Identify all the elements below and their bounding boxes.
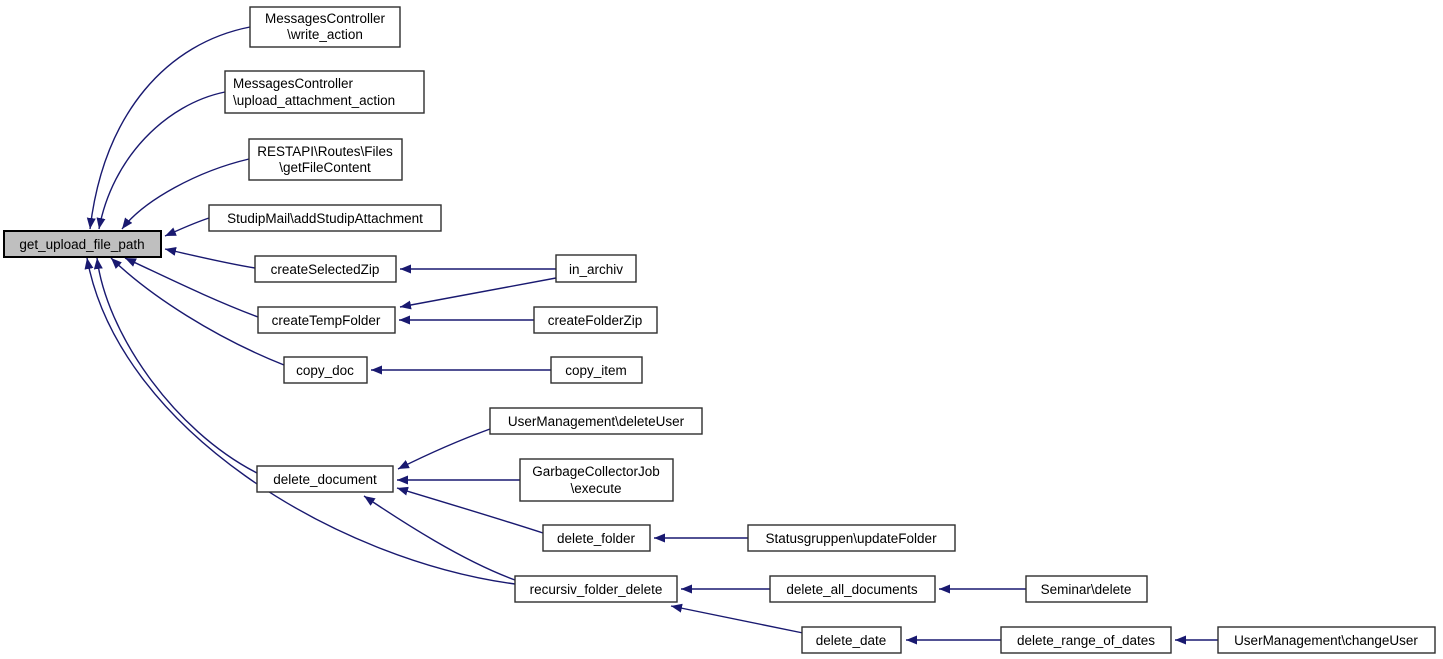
node-recursiv-folder-delete[interactable]: recursiv_folder_delete (514, 575, 678, 603)
node-delete-date[interactable]: delete_date (801, 626, 902, 654)
node-studipmail-addstudipattachment[interactable]: StudipMail\addStudipAttachment (208, 204, 442, 232)
edge-recursiv-folder-delete-to-get-upload-file-path (84, 257, 516, 585)
node-label: copy_item (565, 363, 627, 378)
node-label: delete_date (816, 633, 887, 648)
node-label: UserManagement\changeUser (1234, 633, 1418, 648)
node-createfolderzip[interactable]: createFolderZip (533, 306, 658, 334)
node-label: MessagesController (265, 11, 386, 26)
node-usermanagement-changeuser[interactable]: UserManagement\changeUser (1217, 626, 1436, 654)
edge-createselectedzip-to-get-upload-file-path (164, 247, 256, 269)
node-label: delete_document (273, 472, 377, 487)
node-delete-all-documents[interactable]: delete_all_documents (769, 575, 936, 603)
node-delete-folder[interactable]: delete_folder (542, 524, 651, 552)
edge-layer (84, 26, 1218, 645)
edge-restapi-getfilecontent-to-get-upload-file-path (121, 158, 250, 230)
edge-delete-document-to-get-upload-file-path (93, 257, 258, 474)
node-garbagecollectorjob-execute[interactable]: GarbageCollectorJob \execute (519, 458, 674, 502)
node-label: in_archiv (569, 262, 623, 277)
node-copy-item[interactable]: copy_item (550, 356, 643, 384)
edge-usermanagement-deleteuser-to-delete-document (397, 428, 491, 470)
node-label: MessagesController (233, 76, 354, 91)
node-label: delete_folder (557, 531, 636, 546)
node-label: createTempFolder (272, 313, 381, 328)
edge-createtempfolder-to-get-upload-file-path (124, 257, 259, 318)
node-label: \write_action (287, 27, 363, 42)
node-label: get_upload_file_path (19, 237, 144, 252)
node-label: \upload_attachment_action (233, 93, 395, 108)
edge-messages-upload-attachment-action-to-get-upload-file-path (96, 91, 226, 230)
node-copy-doc[interactable]: copy_doc (283, 356, 368, 384)
edge-recursiv-folder-delete-to-delete-document (363, 495, 516, 581)
node-label: delete_range_of_dates (1017, 633, 1155, 648)
node-label: copy_doc (296, 363, 354, 378)
node-restapi-getfilecontent[interactable]: RESTAPI\Routes\Files \getFileContent (248, 138, 403, 181)
node-label: \getFileContent (279, 160, 371, 175)
node-createselectedzip[interactable]: createSelectedZip (254, 255, 397, 283)
node-createtempfolder[interactable]: createTempFolder (257, 306, 396, 334)
edge-studipmail-addstudipattachment-to-get-upload-file-path (164, 217, 210, 237)
node-messages-write-action[interactable]: MessagesController \write_action (249, 6, 401, 48)
node-label: RESTAPI\Routes\Files (257, 144, 393, 159)
node-label: createSelectedZip (271, 262, 380, 277)
edge-copy-doc-to-get-upload-file-path (110, 257, 285, 366)
node-label: Seminar\delete (1041, 582, 1132, 597)
node-get-upload-file-path: get_upload_file_path (3, 230, 162, 258)
node-seminar-delete[interactable]: Seminar\delete (1025, 575, 1148, 603)
node-usermanagement-deleteuser[interactable]: UserManagement\deleteUser (489, 407, 703, 435)
node-statusgruppen-updatefolder[interactable]: Statusgruppen\updateFolder (747, 524, 956, 552)
node-in-archiv[interactable]: in_archiv (555, 254, 637, 283)
node-label: Statusgruppen\updateFolder (765, 531, 937, 546)
edge-messages-write-action-to-get-upload-file-path (86, 26, 251, 230)
node-label: recursiv_folder_delete (530, 582, 663, 597)
node-label: UserManagement\deleteUser (508, 414, 685, 429)
node-layer: MessagesController \write_action Message… (3, 6, 1436, 654)
edge-delete-date-to-recursiv-folder-delete (670, 603, 804, 634)
edge-delete-folder-to-delete-document (396, 486, 544, 534)
node-label: createFolderZip (548, 313, 643, 328)
node-label: \execute (570, 481, 621, 496)
edge-in-archiv-to-createtempfolder (399, 277, 557, 310)
node-messages-upload-attachment-action[interactable]: MessagesController \upload_attachment_ac… (224, 70, 425, 114)
node-label: StudipMail\addStudipAttachment (227, 211, 423, 226)
node-delete-document[interactable]: delete_document (256, 465, 394, 493)
node-delete-range-of-dates[interactable]: delete_range_of_dates (1000, 626, 1172, 654)
node-label: delete_all_documents (786, 582, 918, 597)
node-label: GarbageCollectorJob (532, 464, 660, 479)
